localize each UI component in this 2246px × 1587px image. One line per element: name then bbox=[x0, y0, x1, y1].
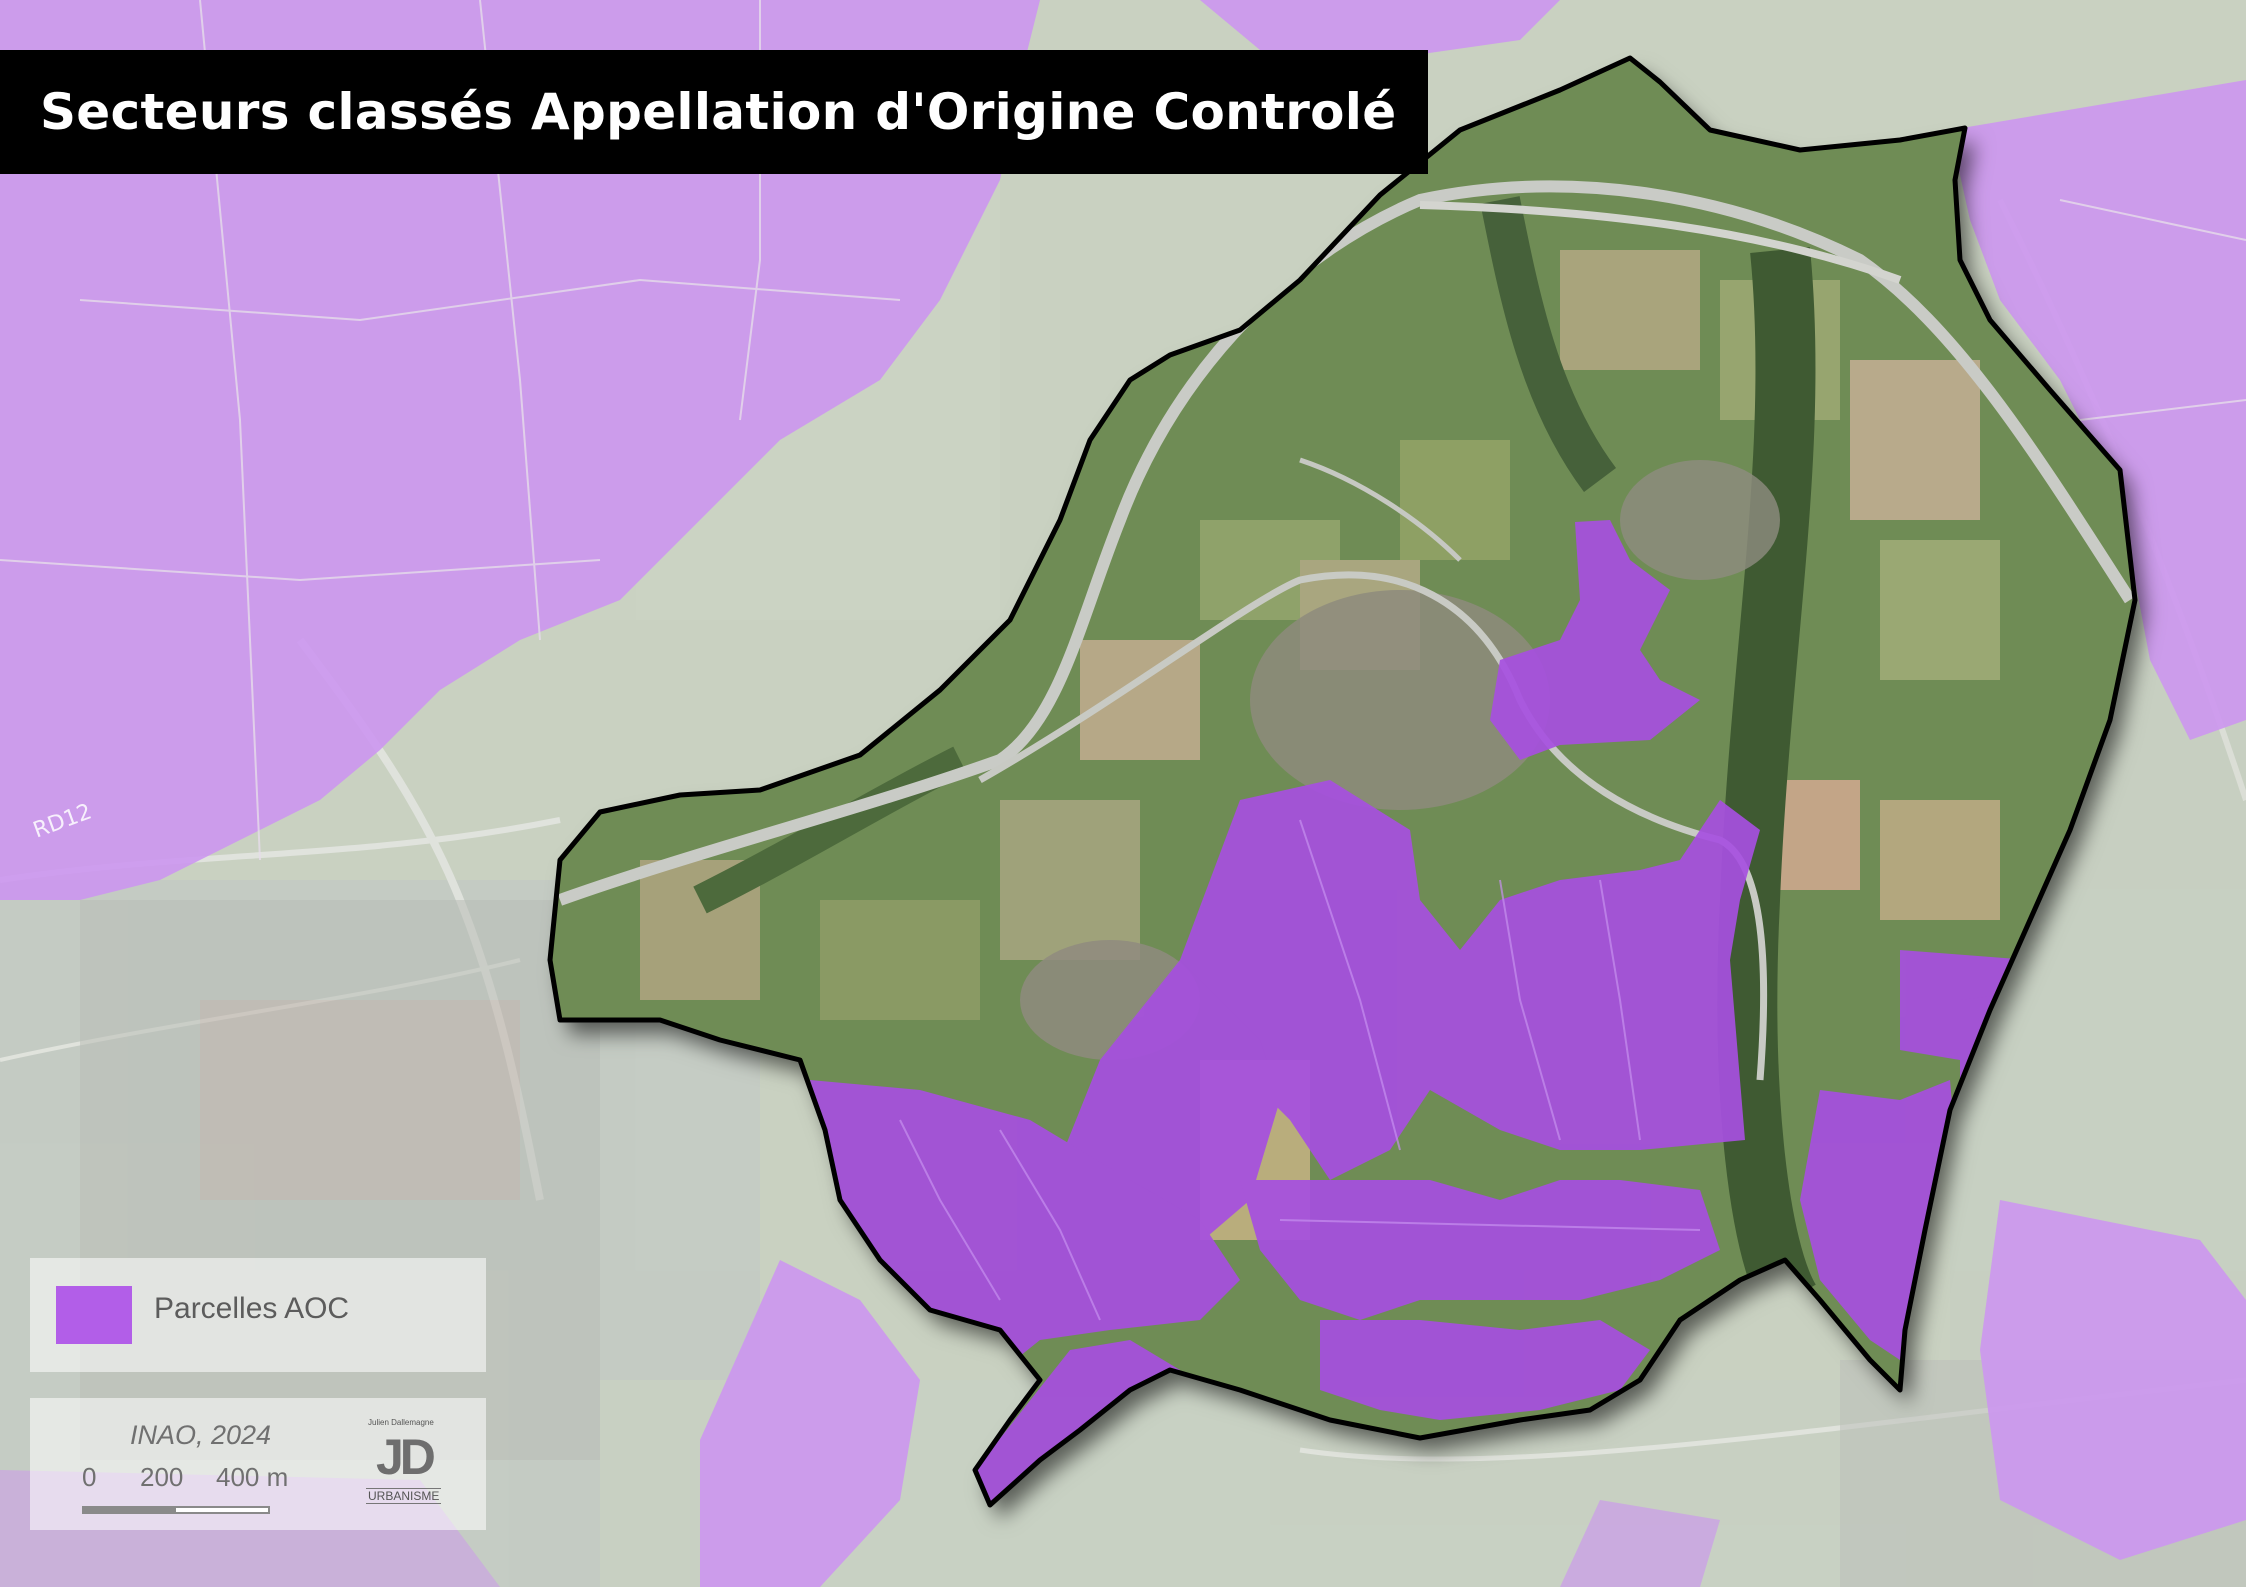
legend-label-aoc: Parcelles AOC bbox=[154, 1292, 350, 1325]
jd-urbanisme-logo: Julien Dallemagne JD URBANISME bbox=[360, 1418, 470, 1510]
logo-top-text: Julien Dallemagne bbox=[368, 1418, 434, 1427]
scale-tick-0: 0 bbox=[82, 1462, 97, 1492]
scale-and-source-box: INAO, 2024 0 200 400 m Julien Dallemagne… bbox=[30, 1398, 486, 1530]
logo-mark: JD bbox=[376, 1429, 436, 1485]
legend-swatch-aoc bbox=[56, 1286, 132, 1344]
map-title-bar: Secteurs classés Appellation d'Origine C… bbox=[0, 50, 1428, 174]
scale-tick-400: 400 m bbox=[216, 1462, 289, 1492]
parcel-lines-inside bbox=[899, 819, 1701, 1321]
scale-tick-200: 200 bbox=[140, 1462, 184, 1492]
scale-bar bbox=[82, 1506, 270, 1514]
source-text: INAO, 2024 bbox=[130, 1420, 272, 1450]
map-title: Secteurs classés Appellation d'Origine C… bbox=[40, 83, 1397, 141]
legend: Parcelles AOC bbox=[30, 1258, 486, 1372]
commune-outline bbox=[547, 55, 2138, 1508]
logo-bottom-text: URBANISME bbox=[366, 1488, 442, 1504]
